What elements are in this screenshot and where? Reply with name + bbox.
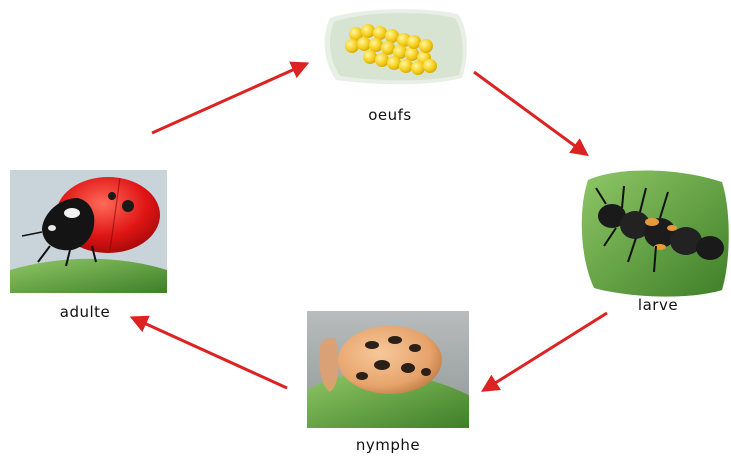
- pupa-photo: [307, 311, 469, 428]
- arrow-adult-to-eggs: [152, 64, 306, 133]
- label-pupa: nymphe: [348, 436, 428, 454]
- arrow-pupa-to-adult: [133, 318, 287, 388]
- label-eggs: oeufs: [360, 106, 420, 124]
- label-adult: adulte: [50, 303, 120, 321]
- larva-photo: [582, 170, 729, 296]
- eggs-photo: [325, 9, 467, 84]
- label-larva: larve: [628, 296, 688, 314]
- arrow-larva-to-pupa: [484, 313, 607, 390]
- adult-photo: [10, 170, 167, 293]
- arrow-eggs-to-larva: [474, 72, 586, 154]
